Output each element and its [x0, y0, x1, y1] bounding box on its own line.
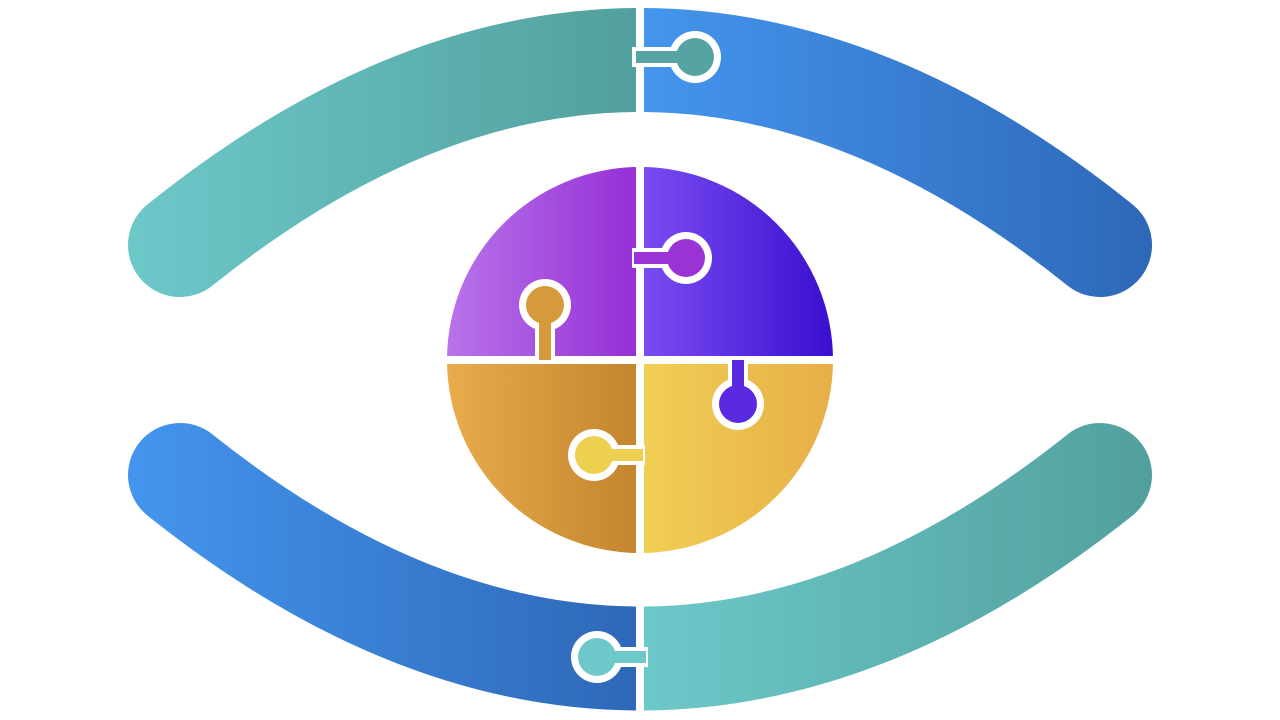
- upper-eyelid-connector-knob: [632, 31, 721, 83]
- puzzle-knob-right: [712, 360, 764, 430]
- puzzle-piece-bottom-right: [644, 364, 833, 553]
- puzzle-knob-bottom: [568, 429, 645, 481]
- lower-eyelid-right-piece: [644, 423, 1152, 711]
- iris-puzzle: [447, 167, 833, 553]
- upper-eyelid-left-piece: [128, 8, 636, 297]
- upper-eyelid-right-piece: [644, 8, 1152, 297]
- lower-eyelid: [128, 423, 1152, 711]
- lower-eyelid-connector-knob: [571, 631, 648, 683]
- lower-eyelid-left-piece: [128, 423, 636, 711]
- puzzle-knob-top: [632, 232, 712, 284]
- puzzle-piece-bottom-left: [447, 364, 636, 553]
- puzzle-piece-top-left: [447, 167, 636, 356]
- puzzle-piece-top-right: [644, 167, 833, 356]
- upper-eyelid: [128, 8, 1152, 297]
- puzzle-knob-left: [519, 279, 571, 360]
